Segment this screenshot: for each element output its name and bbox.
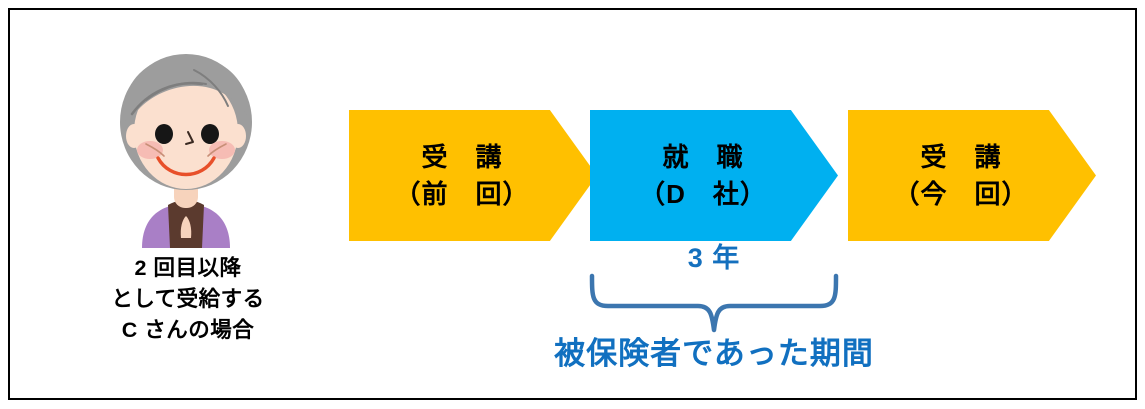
chevron-2-line-2: （D 社） — [639, 178, 767, 209]
chevron-3-label: 受 講 （今 回） — [886, 139, 1036, 213]
chevron-course-previous: 受 講 （前 回） — [349, 110, 597, 241]
person-caption-line-3: C さんの場合 — [121, 318, 255, 342]
duration-label: 3 年 — [687, 243, 741, 273]
chevron-3-line-1: 受 講 — [920, 141, 1002, 172]
person-caption-line-2: として受給する — [111, 287, 265, 311]
curly-brace-icon — [586, 272, 842, 334]
elderly-woman-icon — [98, 48, 274, 248]
diagram-frame: 2 回目以降 として受給する C さんの場合 受 講 （前 回） 就 職 （D … — [8, 8, 1137, 400]
insured-period-label: 被保険者であった期間 — [554, 336, 874, 371]
chevron-2-line-1: 就 職 — [662, 141, 744, 172]
chevron-2-label: 就 職 （D 社） — [628, 139, 778, 213]
chevron-3-line-2: （今 回） — [893, 178, 1029, 209]
chevron-employment-company-d: 就 職 （D 社） — [590, 110, 838, 241]
chevron-course-current: 受 講 （今 回） — [848, 110, 1096, 241]
chevron-1-label: 受 講 （前 回） — [387, 139, 537, 213]
person-caption-line-1: 2 回目以降 — [134, 256, 242, 280]
chevron-1-line-1: 受 講 — [421, 141, 503, 172]
person-caption: 2 回目以降 として受給する C さんの場合 — [58, 253, 318, 346]
chevron-1-line-2: （前 回） — [394, 178, 530, 209]
